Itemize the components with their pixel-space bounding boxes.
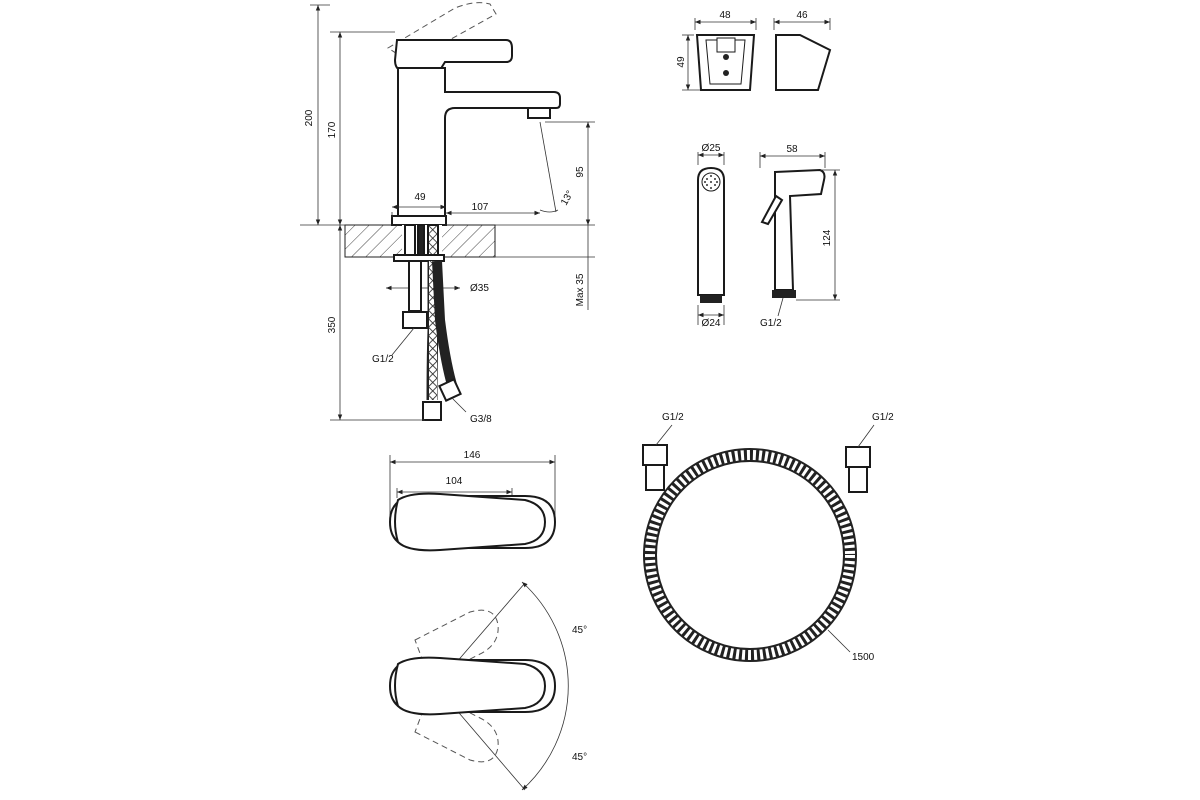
dim-text-104: 104 (446, 476, 463, 487)
hand-shower: Ø25 Ø24 58 G1/2 124 (697, 143, 840, 329)
leader-line (655, 424, 673, 446)
hose-end-left-nut (642, 444, 668, 466)
dim-text-shower-g12: G1/2 (760, 318, 782, 329)
shower-thread-side (772, 290, 796, 298)
faucet-base (391, 215, 447, 226)
screw-hole-bottom (723, 70, 729, 76)
dim-text-170: 170 (327, 121, 338, 138)
shower-side (774, 168, 826, 291)
shower-hose: G1/2 G1/2 1500 (642, 412, 894, 663)
dim-text-max35: Max 35 (575, 273, 586, 306)
spray-angle-arc (539, 209, 559, 213)
faucet-body (397, 67, 561, 219)
lever-open-ghost (387, 2, 497, 63)
dim-text-hose-left-g12: G1/2 (662, 412, 684, 423)
holder-front (695, 34, 756, 91)
spray-nozzles (704, 175, 718, 189)
dim-text-58: 58 (786, 144, 798, 155)
lever-ghost-left (414, 609, 499, 681)
holder-side (775, 34, 832, 91)
leader-line (827, 629, 851, 653)
dim-text-146: 146 (464, 450, 481, 461)
lever-rot-top (394, 656, 547, 716)
lever-top-oval (394, 492, 547, 552)
leader-line (391, 327, 415, 356)
holder-slot (716, 37, 736, 53)
dim-text-13deg: 13° (559, 189, 576, 208)
shower-holder: 48 49 46 (676, 10, 832, 91)
dim-text-1500: 1500 (852, 652, 875, 663)
dim-text-95: 95 (575, 166, 586, 178)
dim-text-45-top: 45° (572, 625, 587, 636)
dim-text-48: 48 (719, 10, 731, 21)
hose-end-right-nut (845, 446, 871, 468)
dim-text-45-bottom: 45° (572, 752, 587, 763)
rotation-arc (521, 581, 569, 791)
dim-text-46: 46 (796, 10, 808, 21)
dim-text-107: 107 (472, 202, 489, 213)
hose-nut-left (422, 401, 442, 421)
leader-line (451, 397, 467, 413)
shower-front (697, 166, 725, 296)
dim-text-hose-g38: G3/8 (470, 414, 492, 425)
hose-top (427, 224, 439, 256)
spray-face (701, 172, 721, 192)
dim-text-holder-49: 49 (676, 56, 687, 68)
spray-angle-line (539, 121, 557, 213)
hose-nut-right (438, 378, 462, 402)
dim-text-200: 200 (304, 109, 315, 126)
hose-coil-ribs (645, 450, 855, 660)
faucet-side-view: 200 170 13° 95 49 107 (300, 2, 595, 425)
lever-top-view: 146 104 (388, 450, 557, 552)
leader-line (777, 297, 784, 317)
hose-end-left-sleeve (645, 464, 665, 491)
leader-line (857, 424, 875, 448)
braided-hose-right (432, 260, 457, 387)
hose-end-right-sleeve (848, 466, 868, 493)
dim-text-hose-right-g12: G1/2 (872, 412, 894, 423)
dim-text-inlet-g12: G1/2 (372, 354, 394, 365)
aerator (527, 107, 551, 119)
dim-text-d35: Ø35 (470, 283, 489, 294)
shower-trigger (760, 194, 784, 226)
mounting-stud (417, 224, 425, 256)
lever-handle (393, 39, 513, 71)
dim-text-d25: Ø25 (702, 143, 721, 154)
dim-text-124: 124 (822, 229, 833, 246)
dim-text-350: 350 (327, 316, 338, 333)
inlet-nut (402, 311, 428, 329)
threaded-stud (408, 260, 422, 312)
shower-thread-front (700, 295, 722, 303)
mounting-shank (404, 224, 416, 256)
dim-text-49: 49 (414, 192, 426, 203)
lever-ghost-right (414, 691, 499, 763)
lever-rotation-view: 45° 45° (388, 581, 587, 791)
dim-text-d24: Ø24 (702, 318, 721, 329)
screw-hole-top (723, 54, 729, 60)
